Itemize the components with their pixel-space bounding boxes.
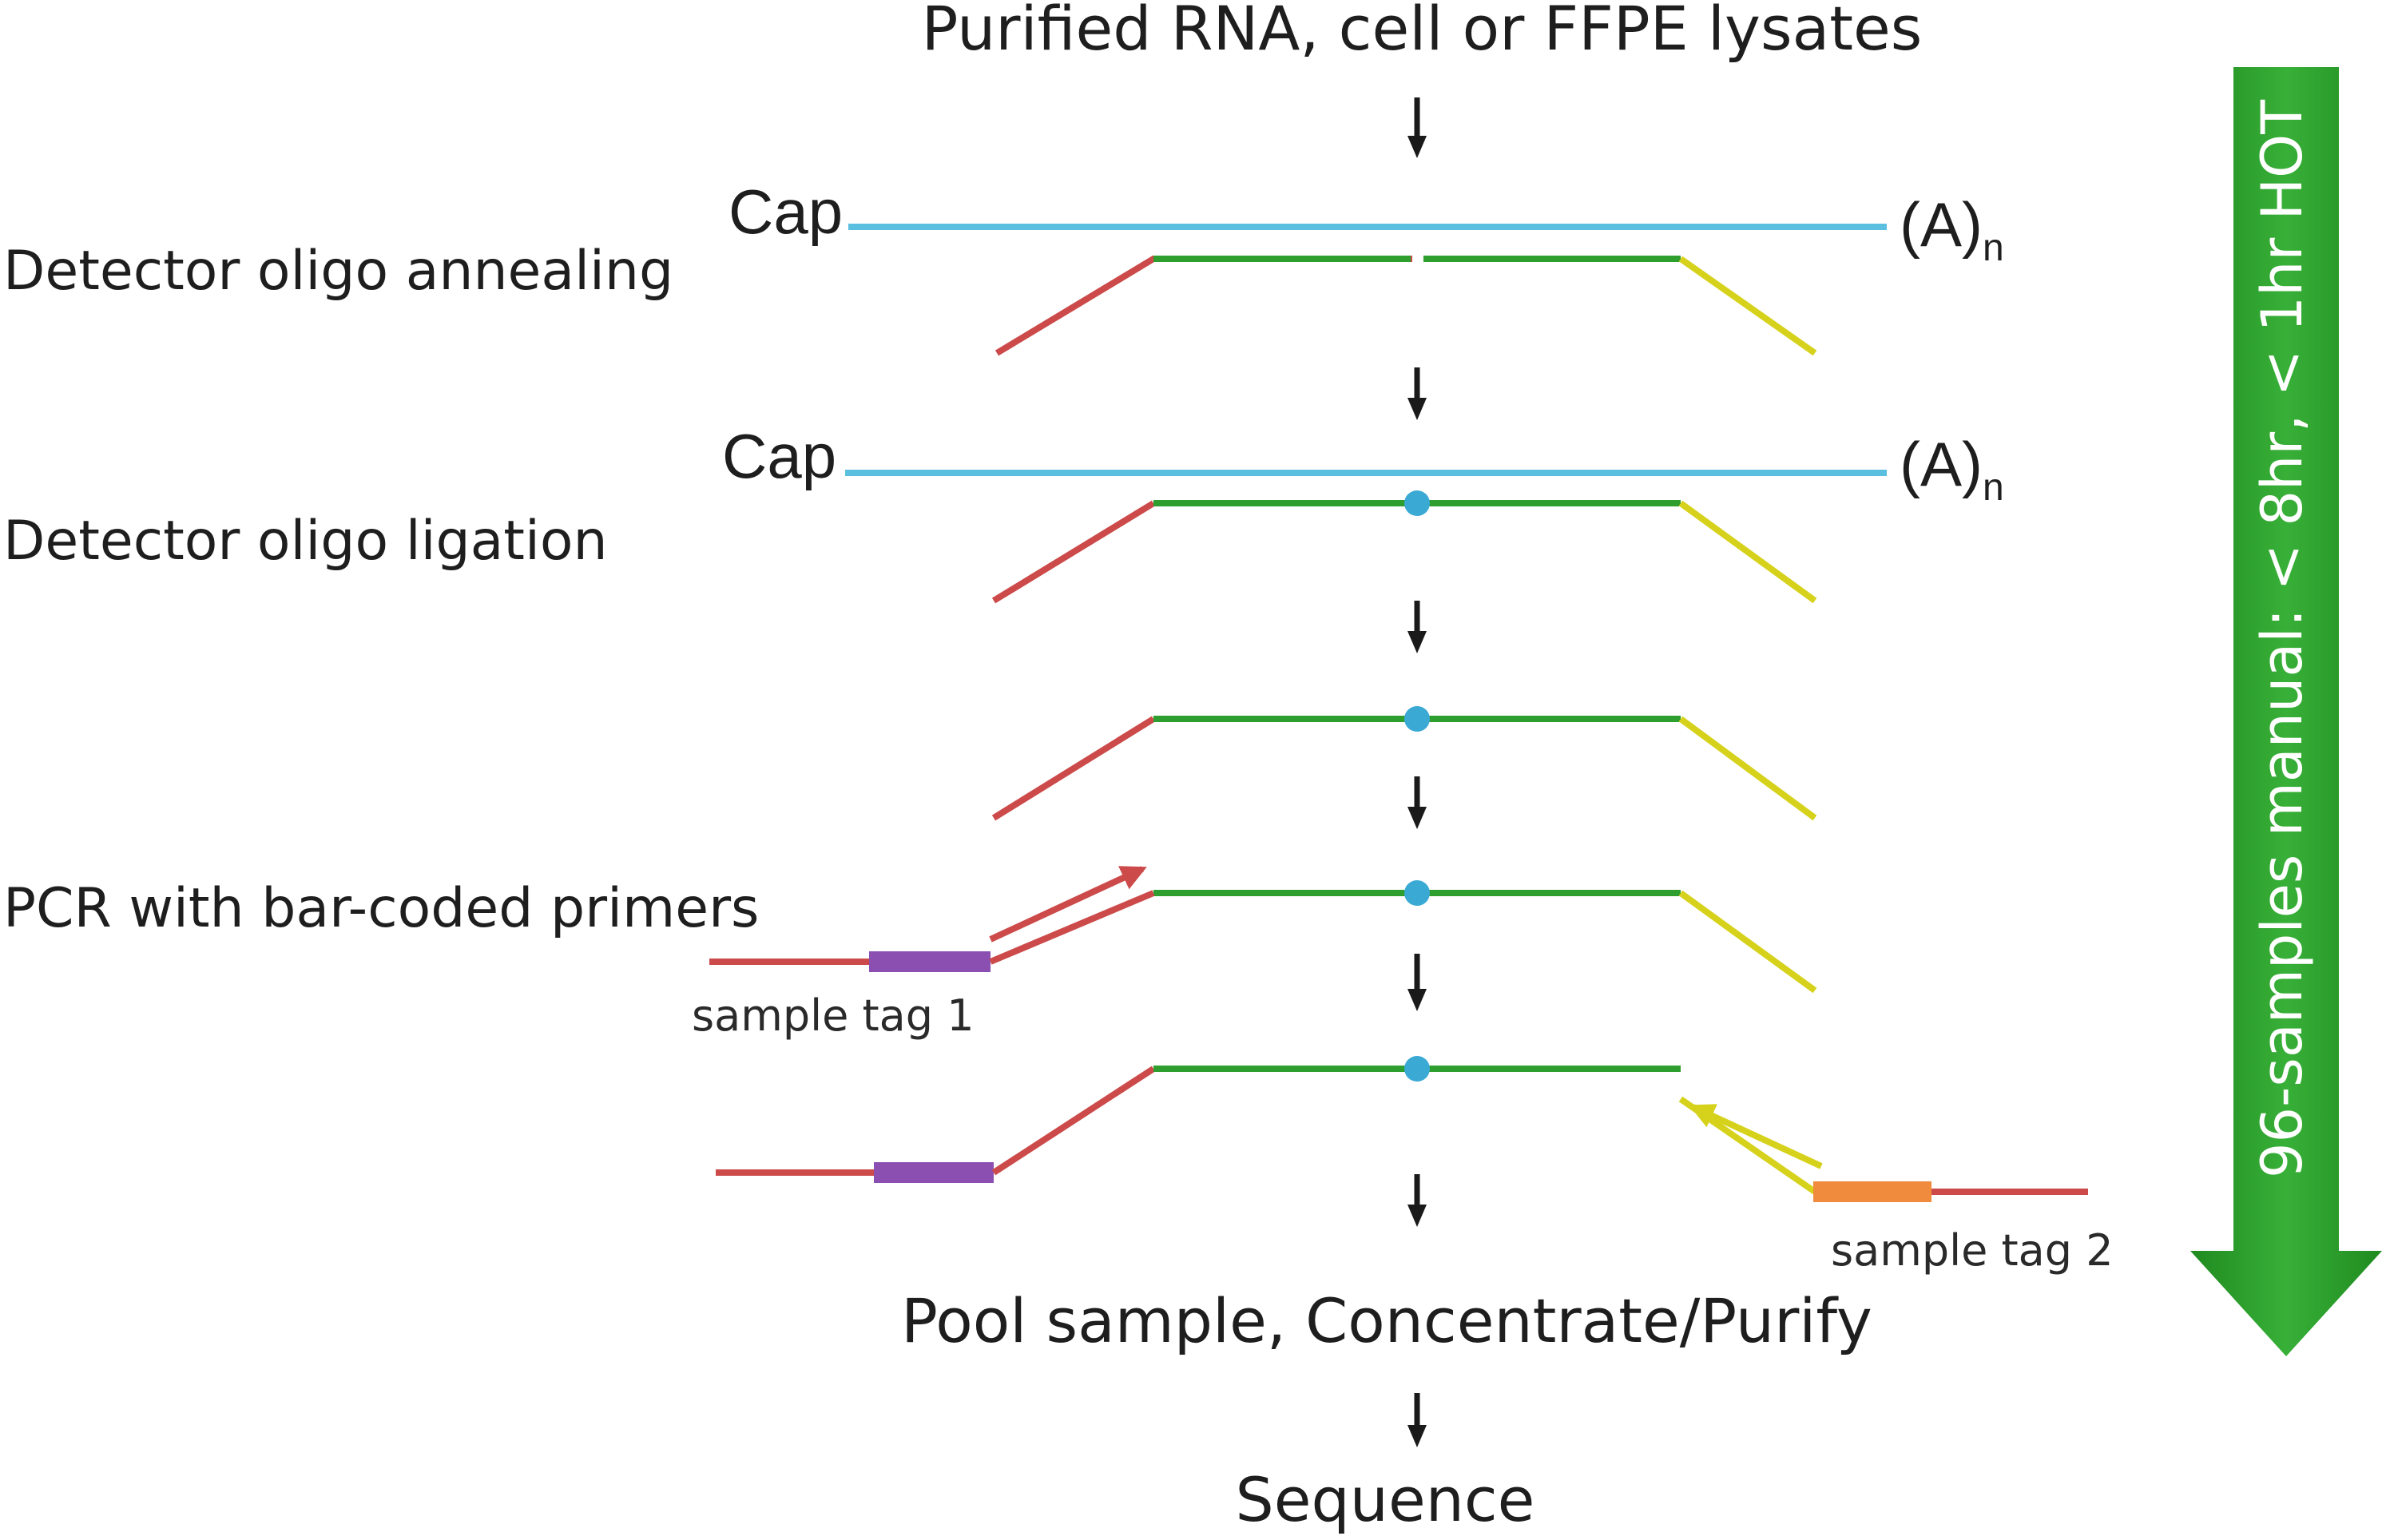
pcr-construct-2 <box>716 1056 2088 1202</box>
down-arrow-icon <box>1407 954 1427 1011</box>
down-arrow-icon <box>1407 367 1427 420</box>
down-arrow-icon <box>1407 1393 1427 1447</box>
step-label-annealing: Detector oligo annealing <box>3 240 673 303</box>
pcr-construct-1 <box>709 866 1817 994</box>
step-label-ligation: Detector oligo ligation <box>3 510 608 573</box>
flow-arrows <box>1407 97 1427 1447</box>
cap-label: Cap <box>722 421 836 491</box>
annealing-construct <box>848 224 1887 356</box>
ligation-dot <box>1404 490 1430 516</box>
ligated-product <box>991 706 1817 821</box>
ligation-dot <box>1404 880 1430 906</box>
detector-oligo-left-arm <box>991 716 1156 821</box>
detector-oligo-right-arm <box>1678 500 1817 604</box>
step-label-pcr: PCR with bar-coded primers <box>3 877 759 940</box>
timing-label: 96-samples manual: < 8hr, < 1hr HOT <box>2249 100 2315 1178</box>
polya-label: (A)n <box>1900 429 2004 509</box>
primer-1-extension-arrow <box>989 866 1147 943</box>
cap-label: Cap <box>729 177 843 247</box>
source-label: Purified RNA, cell or FFPE lysates <box>922 0 1923 64</box>
pool-label: Pool sample, Concentrate/Purify <box>901 1285 1872 1356</box>
down-arrow-icon <box>1407 601 1427 653</box>
detector-oligo-left-arm <box>991 500 1156 604</box>
ligation-construct <box>845 470 1887 604</box>
polya-label: (A)n <box>1900 189 2004 269</box>
down-arrow-icon <box>1407 1174 1427 1227</box>
primer-2-extension-arrow <box>1689 1104 1823 1169</box>
sequence-label: Sequence <box>1236 1464 1535 1535</box>
down-arrow-icon <box>1407 776 1427 829</box>
detector-oligo-right-arm <box>1678 890 1817 994</box>
detector-oligo-left <box>995 256 1412 356</box>
ligation-dot <box>1404 706 1430 732</box>
sample-tag-2-label: sample tag 2 <box>1831 1225 2114 1276</box>
detector-oligo-right-arm <box>1678 716 1817 821</box>
down-arrow-icon <box>2190 67 2382 1356</box>
down-arrow-icon <box>1407 97 1427 158</box>
ligation-dot <box>1404 1056 1430 1082</box>
sample-tag-1-label: sample tag 1 <box>692 990 975 1041</box>
detector-oligo-right-arm <box>1678 256 1817 356</box>
timing-arrow: 96-samples manual: < 8hr, < 1hr HOT <box>2190 67 2382 1356</box>
detector-oligo-left-arm <box>991 1066 1156 1176</box>
primer-1-body <box>989 890 1155 965</box>
